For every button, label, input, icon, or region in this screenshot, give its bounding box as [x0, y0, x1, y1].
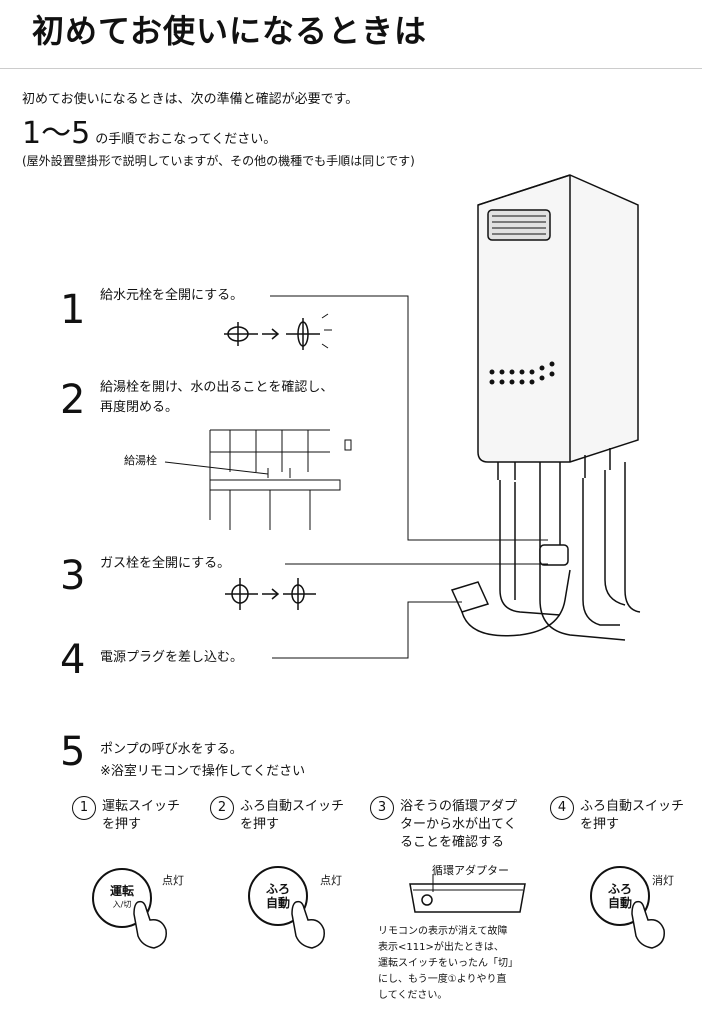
step-range: 1〜5 [22, 116, 91, 151]
substep-1-text: 運転スイッチ を押す [102, 799, 181, 832]
step-subnote-5: ※浴室リモコンで操作してください [100, 764, 306, 779]
circled-number-1: 1 [72, 796, 96, 820]
step-number-5: 5 [60, 729, 86, 775]
bathtub-icon [409, 874, 526, 913]
step-number-1: 1 [60, 287, 86, 333]
power-button[interactable]: 運転 入/切 [92, 868, 152, 928]
step-text-2b: 再度閉める。 [100, 400, 179, 415]
circled-number-2: 2 [210, 796, 234, 820]
lamp-status-2: 点灯 [320, 874, 342, 887]
pointing-hand-icon [291, 900, 325, 949]
step-number-2: 2 [60, 377, 86, 423]
step-number-3: 3 [60, 553, 86, 599]
step-text-1: 給水元栓を全開にする。 [100, 288, 244, 303]
intro-steps: 1〜5 の手順でおこなってください。 [22, 108, 276, 152]
intro-note: (屋外設置壁掛形で説明していますが、その他の機種でも手順は同じです) [22, 154, 415, 168]
page-title: 初めてお使いになるときは [32, 12, 428, 50]
step-text-5: ポンプの呼び水をする。 [100, 742, 243, 757]
error-remarks: リモコンの表示が消えて故障 表示<111>が出たときは、 運転スイッチをいったん… [378, 926, 518, 1001]
title-underline [0, 68, 702, 69]
substep-1: 1 運転スイッチ を押す [72, 796, 180, 832]
bath-auto-button[interactable]: ふろ 自動 [248, 866, 308, 926]
lamp-status-1: 点灯 [162, 874, 184, 887]
circled-number-3: 3 [370, 796, 394, 820]
circled-number-4: 4 [550, 796, 574, 820]
step-text-3: ガス栓を全開にする。 [100, 556, 231, 571]
substep-3-text: 浴そうの循環アダプ ターから水が出てく ることを確認する [400, 799, 518, 850]
step-text-2a: 給湯栓を開け、水の出ることを確認し、 [100, 380, 334, 395]
faucet-label: 給湯栓 [124, 454, 157, 467]
lamp-status-4: 消灯 [652, 874, 674, 887]
intro-text: 初めてお使いになるときは、次の準備と確認が必要です。 [22, 92, 359, 107]
adapter-label: 循環アダプター [432, 864, 509, 877]
water-heater-illustration [164, 174, 641, 659]
substep-2: 2 ふろ自動スイッチ を押す [210, 796, 344, 832]
pointing-hand-icon [133, 900, 167, 949]
substep-4-text: ふろ自動スイッチ を押す [580, 799, 685, 832]
substep-2-text: ふろ自動スイッチ を押す [240, 799, 345, 832]
substep-4: 4 ふろ自動スイッチ を押す [550, 796, 684, 832]
step-number-4: 4 [60, 637, 86, 683]
bath-auto-button-2[interactable]: ふろ 自動 [590, 866, 650, 926]
intro-steps-text: の手順でおこなってください。 [95, 132, 277, 147]
substep-3: 3 浴そうの循環アダプ ターから水が出てく ることを確認する [370, 796, 517, 850]
step-text-4: 電源プラグを差し込む。 [100, 650, 244, 665]
pointing-hand-icon [631, 900, 665, 949]
